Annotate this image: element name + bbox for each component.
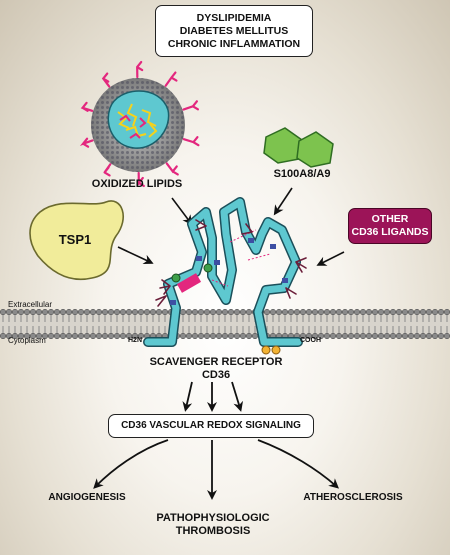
s100a8-a9-label: S100A8/A9 (273, 168, 331, 180)
oxidized-lipid-particle (79, 60, 200, 188)
condition-inflammation: CHRONIC INFLAMMATION (167, 38, 301, 50)
receptor-name-line2: CD36 (201, 369, 231, 381)
outcome-angiogenesis: ANGIOGENESIS (48, 492, 126, 503)
risk-conditions-box: DYSLIPIDEMIA DIABETES MELLITUS CHRONIC I… (155, 5, 313, 57)
tsp1-shape (29, 200, 125, 281)
palmitoylation-sites (261, 345, 281, 355)
cd36-receptor (143, 197, 307, 355)
cytoplasm-label: Cytoplasm (8, 336, 46, 345)
outcome-atherosclerosis: ATHEROSCLEROSIS (303, 492, 403, 503)
oxidized-lipids-label: OXIDIZED LIPIDS (91, 178, 183, 190)
signaling-arrows (93, 381, 339, 500)
receptor-name-line1: SCAVENGER RECEPTOR (149, 356, 283, 368)
ligand-arrows (117, 187, 345, 266)
tsp1-label: TSP1 (58, 232, 92, 247)
condition-dyslipidemia: DYSLIPIDEMIA (196, 12, 272, 24)
signaling-label: CD36 VASCULAR REDOX SIGNALING (121, 420, 301, 431)
other-ligands-line1: OTHER (371, 213, 409, 225)
outcome-thrombosis-line2: THROMBOSIS (175, 525, 251, 537)
s100a8-a9-shape (263, 127, 334, 168)
other-ligands-line2: CD36 LIGANDS (351, 226, 429, 238)
outcome-thrombosis-line1: PATHOPHYSIOLOGIC (156, 512, 270, 524)
condition-diabetes: DIABETES MELLITUS (179, 25, 289, 37)
n-terminus-label: H2N (128, 337, 143, 344)
cell-membrane (0, 308, 450, 340)
signaling-box: CD36 VASCULAR REDOX SIGNALING (108, 414, 314, 438)
other-ligands-box: OTHER CD36 LIGANDS (348, 208, 432, 244)
c-terminus-label: COOH (300, 337, 321, 344)
extracellular-label: Extracellular (8, 300, 53, 309)
